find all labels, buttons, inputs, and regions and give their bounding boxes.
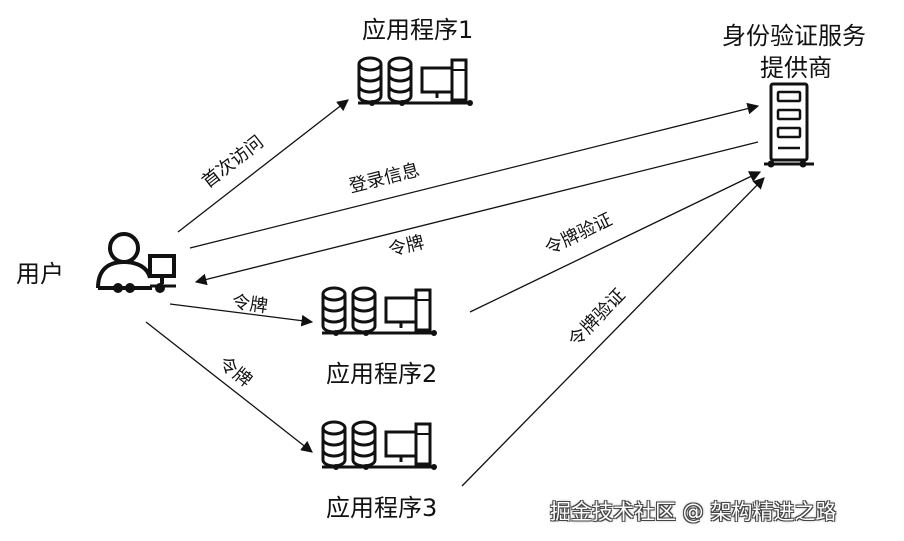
edge-token-app2 bbox=[169, 303, 314, 327]
edge-token-return bbox=[194, 141, 759, 286]
app3-server-icon bbox=[320, 420, 439, 472]
app1-label: 应用程序1 bbox=[362, 16, 474, 44]
auth-server-icon bbox=[764, 82, 814, 168]
app2-label: 应用程序2 bbox=[326, 360, 438, 388]
edge-login-info bbox=[189, 102, 760, 249]
user-label: 用户 bbox=[16, 260, 64, 288]
app1-server-icon bbox=[356, 56, 475, 108]
edge-label-token-app2: 令牌 bbox=[230, 291, 270, 318]
watermark: 掘金技术社区 @ 架构精进之路 bbox=[550, 500, 837, 524]
edge-verify-app3 bbox=[461, 177, 765, 487]
edge-token-app3 bbox=[145, 321, 313, 453]
auth-provider-label-line1: 身份验证服务 bbox=[722, 22, 866, 50]
edge-verify-app2 bbox=[469, 171, 762, 313]
app2-server-icon bbox=[320, 286, 439, 338]
user-icon bbox=[96, 232, 176, 293]
auth-provider-label-line2: 提供商 bbox=[760, 54, 832, 82]
app3-label: 应用程序3 bbox=[326, 494, 438, 522]
edge-first-visit bbox=[177, 99, 349, 233]
